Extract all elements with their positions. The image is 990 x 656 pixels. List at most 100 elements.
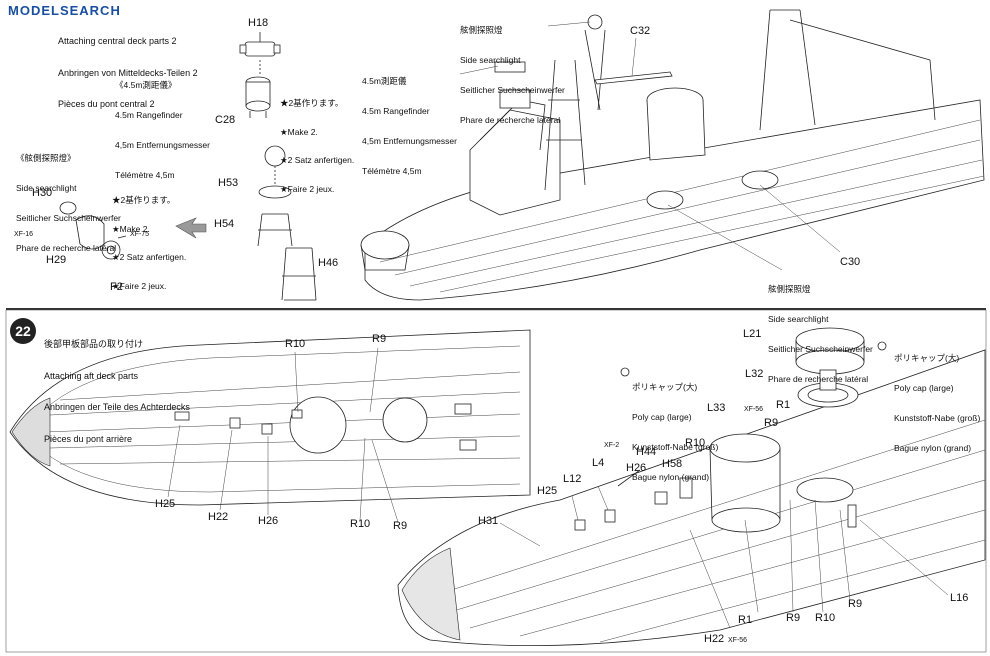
part-c28-drawing — [245, 76, 271, 118]
make2-note-b-en: ★Make 2. — [112, 223, 150, 234]
part-label-h31: H31 — [478, 515, 499, 527]
part-label-h54: H54 — [214, 218, 235, 230]
searchlight-caption-bottom-de: Seitlicher Suchscheinwerfer — [768, 344, 873, 354]
rangefinder-caption-en: 4.5m Rangefinder — [115, 110, 183, 120]
part-label-h22b: H22 — [704, 633, 725, 645]
part-label-h25a: H25 — [155, 498, 176, 510]
searchlight-caption-top-fr: Phare de recherche latéral — [460, 115, 561, 125]
part-label-l21: L21 — [743, 328, 762, 340]
paint-label-xf56b: XF-56 — [728, 637, 748, 644]
bottom-panel-frame — [5, 309, 987, 653]
part-label-r10b: R10 — [350, 518, 371, 530]
rangefinder-caption-ship-de: 4,5m Entfernungsmesser — [362, 136, 457, 146]
searchlight-caption-top-en: Side searchlight — [460, 55, 521, 65]
top-step-title-en: Attaching central deck parts 2 — [58, 36, 177, 46]
part-label-r9b: R9 — [393, 520, 408, 532]
make2-note-a-de: ★2 Satz anfertigen. — [280, 155, 355, 165]
assembly-arrow-drawing — [175, 217, 207, 239]
paint-label-xf56a: XF-56 — [744, 406, 764, 413]
part-h18-drawing — [239, 32, 281, 76]
rangefinder-caption-fr: Télémètre 4,5m — [115, 170, 175, 180]
ship-central-deck-drawing — [360, 9, 985, 301]
rangefinder-caption-ja: 《4.5m測距儀》 — [115, 80, 177, 90]
make2-note-a-fr: ★Faire 2 jeux. — [280, 183, 335, 194]
searchlight-caption-top-de: Seitlicher Suchscheinwerfer — [460, 85, 565, 95]
paint-label-xf2: XF-2 — [604, 442, 620, 449]
part-label-h30: H30 — [32, 187, 53, 199]
bottom-step-title-de: Anbringen der Teile des Achterdecks — [44, 402, 190, 412]
part-label-l16: L16 — [950, 592, 969, 604]
bottom-step-title-fr: Pièces du pont arrière — [44, 433, 133, 444]
part-label-l33: L33 — [707, 402, 726, 414]
bottom-step-title: 後部甲板部品の取り付け Attaching aft deck parts Anb… — [44, 318, 190, 455]
make2-note-a: ★2基作ります。 ★Make 2. ★2 Satz anfertigen. ★F… — [280, 80, 354, 204]
part-label-r9e: R9 — [848, 598, 863, 610]
bottom-step-title-en: Attaching aft deck parts — [44, 370, 139, 381]
rangefinder-caption-de: 4,5m Entfernungsmesser — [115, 140, 210, 150]
rangefinder-caption-ship-fr: Télémètre 4,5m — [362, 166, 422, 176]
paint-label-xf75: XF-75 — [130, 231, 150, 238]
top-step-title-fr: Pièces du pont central 2 — [58, 99, 155, 109]
polycap-caption-right-en: Poly cap (large) — [894, 383, 954, 393]
part-label-r10c: R10 — [685, 437, 706, 449]
searchlight-caption-top-ja: 舷側探照燈 — [460, 25, 503, 35]
part-label-r9c: R9 — [764, 417, 779, 429]
part-h29-drawing — [59, 201, 127, 260]
part-label-h53: H53 — [218, 177, 239, 189]
aft-deck-perspective-drawing — [397, 327, 986, 647]
rangefinder-caption-ship-en: 4.5m Rangefinder — [362, 106, 430, 116]
make2-note-a-en: ★Make 2. — [280, 126, 318, 137]
make2-note-b-de: ★2 Satz anfertigen. — [112, 252, 187, 262]
top-step-title: Attaching central deck parts 2 Anbringen… — [58, 15, 198, 120]
make2-note-b: ★2基作ります。 ★Make 2. ★2 Satz anfertigen. ★F… — [112, 177, 186, 301]
part-label-c30: C30 — [840, 256, 861, 268]
step-number-text: 22 — [15, 323, 31, 339]
leader-lines-bottom-left — [167, 347, 399, 523]
searchlight-caption-bottom-en: Side searchlight — [768, 314, 829, 324]
searchlight-caption-left-fr: Phare de recherche latéral — [16, 243, 117, 253]
part-label-l4: L4 — [592, 457, 605, 469]
polycap-caption-left-fr: Bague nylon (grand) — [632, 472, 710, 482]
searchlight-caption-bottom-ja: 舷側探照燈 — [768, 284, 811, 294]
top-step-title-de: Anbringen von Mitteldecks-Teilen 2 — [58, 67, 198, 78]
polycap-caption-right-fr: Bague nylon (grand) — [894, 443, 972, 453]
part-label-h26a: H26 — [258, 515, 279, 527]
paint-label-xf16: XF-16 — [14, 231, 34, 238]
part-label-c32: C32 — [630, 25, 651, 37]
searchlight-caption-bottom-fr: Phare de recherche latéral — [768, 374, 869, 384]
part-label-r10a: R10 — [285, 338, 306, 350]
polycap-caption-right-ja: ポリキャップ(大) — [894, 353, 960, 363]
searchlight-caption-left-de: Seitlicher Suchscheinwerfer — [16, 213, 121, 223]
part-label-h29: H29 — [46, 254, 67, 266]
part-label-h18: H18 — [248, 17, 269, 29]
part-label-r10d: R10 — [815, 612, 836, 624]
part-label-h25b: H25 — [537, 485, 558, 497]
rangefinder-caption-ship: 4.5m測距儀 4.5m Rangefinder 4,5m Entfernung… — [362, 56, 457, 186]
rangefinder-caption: 《4.5m測距儀》 4.5m Rangefinder 4,5m Entfernu… — [115, 60, 210, 190]
rangefinder-caption-ship-ja: 4.5m測距儀 — [362, 76, 407, 86]
polycap-caption-right: ポリキャップ(大) Poly cap (large) Kunststoff-Na… — [894, 333, 980, 463]
polycap-caption-left-en: Poly cap (large) — [632, 412, 692, 422]
searchlight-caption-left-ja: 《舷側探照燈》 — [16, 153, 76, 163]
part-label-h44: H44 — [636, 446, 657, 458]
part-h54-drawing — [257, 213, 317, 301]
part-label-h26b: H26 — [626, 462, 647, 474]
step-number-badge: 22 — [10, 318, 36, 344]
bottom-step-title-ja: 後部甲板部品の取り付け — [44, 339, 144, 349]
part-label-r1a: R1 — [776, 399, 791, 411]
searchlight-caption-top: 舷側探照燈 Side searchlight Seitlicher Suchsc… — [460, 5, 565, 135]
searchlight-caption-bottom: 舷側探照燈 Side searchlight Seitlicher Suchsc… — [768, 264, 873, 394]
part-label-h22a: H22 — [208, 511, 229, 523]
watermark-logo: MODELSEARCH — [8, 3, 121, 18]
panel-divider — [6, 308, 986, 310]
leader-lines-top — [459, 21, 841, 271]
polycap-caption-left: ポリキャップ(大) Poly cap (large) Kunststoff-Na… — [632, 362, 718, 492]
polycap-caption-left-ja: ポリキャップ(大) — [632, 382, 698, 392]
make2-note-b-ja: ★2基作ります。 — [112, 195, 176, 205]
make2-note-a-ja: ★2基作ります。 — [280, 98, 344, 108]
searchlight-caption-left-en: Side searchlight — [16, 183, 77, 193]
polycap-caption-right-de: Kunststoff-Nabe (groß) — [894, 413, 981, 423]
part-label-f2: F2 — [110, 281, 123, 293]
make2-note-b-fr: ★Faire 2 jeux. — [112, 280, 167, 291]
